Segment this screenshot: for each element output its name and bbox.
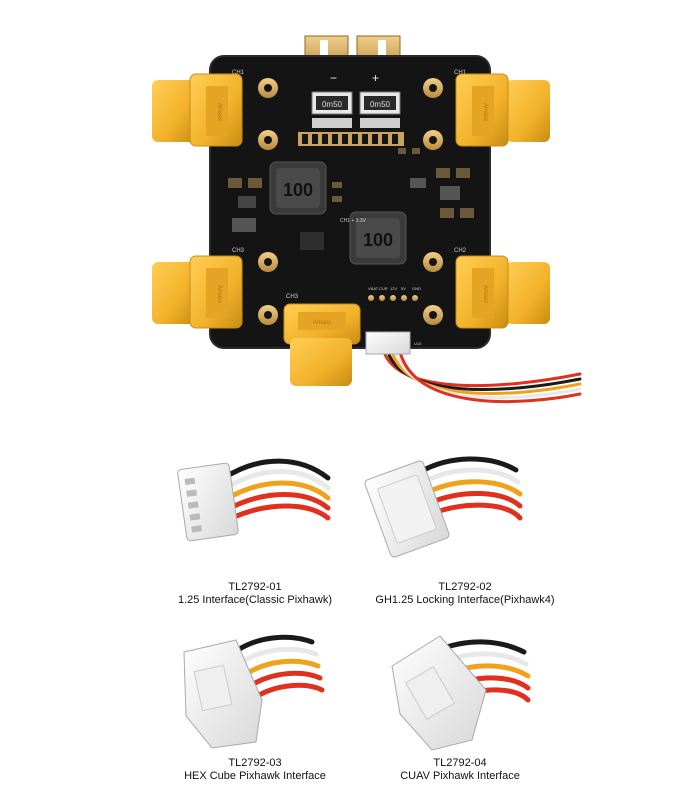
cable-model: TL2792-04 [433, 757, 487, 769]
channel-label: CH3 [286, 294, 299, 300]
channel-label: CH2 [454, 248, 467, 254]
inductor-marking: 100 [363, 230, 393, 250]
pcb-board: 0m50 0m50 100 100 [209, 35, 582, 404]
cable-model: TL2792-02 [438, 581, 492, 593]
pin-label: GND [412, 286, 421, 291]
xt60-brand: Amass [313, 320, 331, 326]
xt60-brand: Amass [216, 103, 222, 121]
cable-description: CUAV Pixhawk Interface [400, 770, 520, 782]
xt60-brand: Amass [216, 285, 222, 303]
xt60-connector-bottom-right: Amass [455, 255, 550, 329]
xt60-brand: Amass [482, 285, 488, 303]
inductor: 100 [269, 161, 327, 215]
cable-description: HEX Cube Pixhawk Interface [184, 770, 326, 782]
channel-label: CH1 [232, 70, 245, 76]
pin-label: CUR [379, 286, 388, 291]
inductor-marking: 100 [283, 180, 313, 200]
cable-description: 1.25 Interface(Classic Pixhawk) [177, 594, 333, 606]
silkscreen-note: CH1 + 3.3V [340, 218, 367, 224]
cable-caption-tl2792-04: TL2792-04 CUAV Pixhawk Interface [340, 757, 580, 783]
cable-model: TL2792-03 [228, 757, 282, 769]
channel-label: CH3 [232, 248, 245, 254]
xt60-connector-top-left: Amass [152, 73, 243, 147]
svg-text:U10: U10 [414, 341, 422, 346]
cable-tl2792-04 [391, 635, 531, 751]
cable-model: TL2792-01 [228, 581, 282, 593]
inductor: 100 [349, 211, 407, 265]
cable-tl2792-02 [364, 456, 523, 558]
pin-label: 12V [390, 286, 397, 291]
board-output-wires [382, 350, 582, 404]
output-pin-header: VBAT CUR 12V 5V GND [368, 286, 421, 301]
tab-slot [378, 40, 386, 66]
channel-label: CH1 [454, 70, 467, 76]
pin-label: VBAT [368, 286, 379, 291]
xt60-brand: Amass [482, 103, 488, 121]
shunt-marking: 0m50 [370, 100, 391, 109]
cable-caption-tl2792-01: TL2792-01 1.25 Interface(Classic Pixhawk… [140, 581, 370, 607]
shunt-marking: 0m50 [322, 100, 343, 109]
polarity-minus: − [330, 71, 337, 85]
smd-components [228, 148, 474, 250]
pin-label: 5V [401, 286, 406, 291]
jst-connector [365, 331, 411, 355]
polarity-plus: + [372, 71, 379, 85]
cable-description: GH1.25 Locking Interface(Pixhawk4) [375, 594, 555, 606]
tab-slot [320, 40, 328, 66]
cable-tl2792-01 [177, 458, 331, 542]
cable-caption-tl2792-02: TL2792-02 GH1.25 Locking Interface(Pixha… [330, 581, 600, 607]
mounting-holes [258, 78, 443, 325]
cable-tl2792-03 [183, 634, 325, 749]
xt60-connector-top-right: Amass [455, 73, 550, 147]
cable-caption-tl2792-03: TL2792-03 HEX Cube Pixhawk Interface [150, 757, 360, 783]
xt60-connector-bottom-center: Amass [283, 303, 361, 386]
shunt-resistors: 0m50 0m50 [311, 91, 401, 128]
solder-pad-row [298, 132, 404, 146]
xt60-connector-bottom-left: Amass [152, 255, 243, 329]
